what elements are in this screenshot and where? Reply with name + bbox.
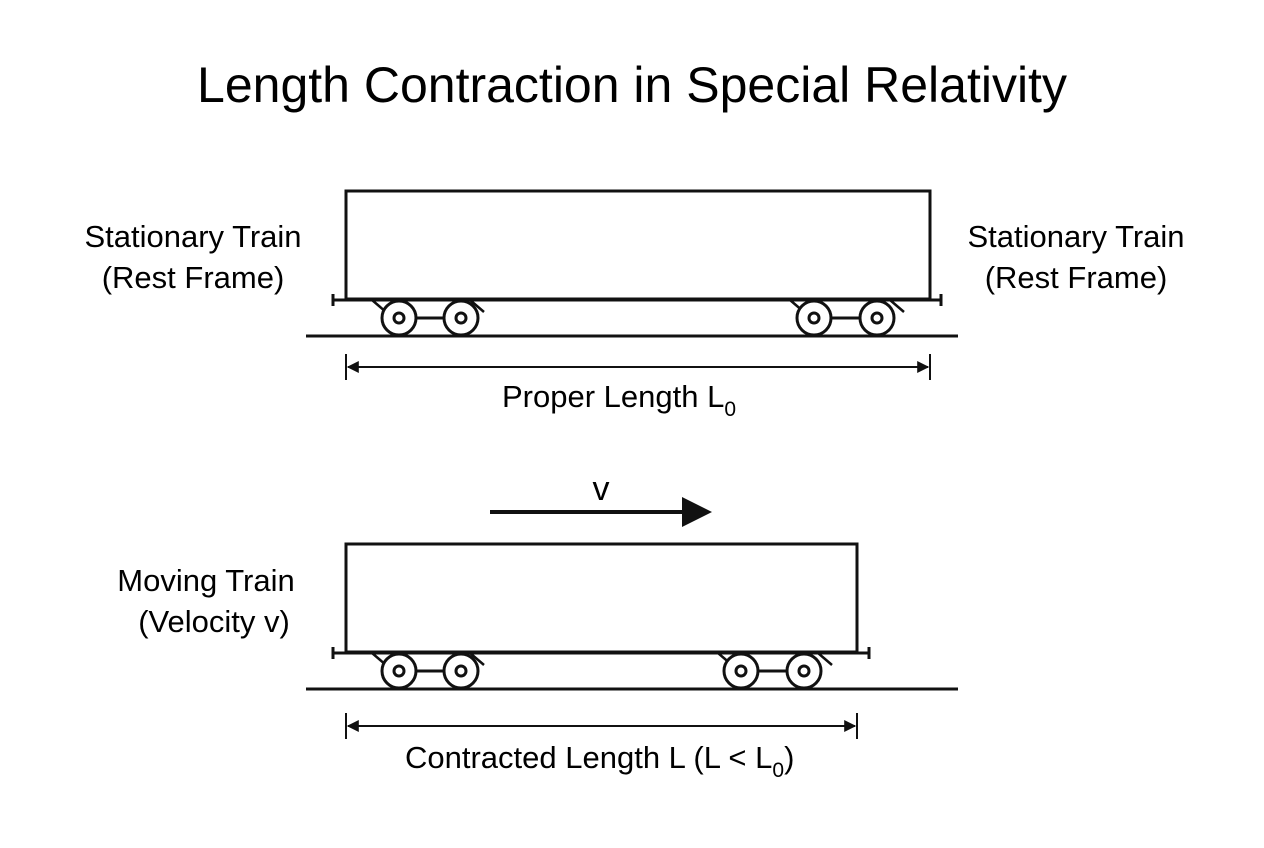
stationary-train [331, 189, 943, 320]
stationary-left-label-line2: (Rest Frame) [102, 260, 285, 295]
velocity-label: v [593, 470, 610, 508]
wheel-icon [380, 652, 418, 690]
contracted-length-dimension [345, 713, 858, 739]
stationary-right-label-line2: (Rest Frame) [985, 260, 1168, 295]
wheel-icon [858, 299, 896, 337]
moving-label-line2: (Velocity v) [138, 604, 290, 639]
velocity-arrow-icon [490, 497, 712, 527]
moving-wheels [380, 652, 823, 690]
proper-length-dimension [345, 354, 931, 380]
wheel-icon [795, 299, 833, 337]
wheel-icon [785, 652, 823, 690]
stationary-wheels [380, 299, 896, 337]
proper-length-label: Proper Length L0 [502, 379, 736, 421]
stationary-train-body [344, 189, 932, 301]
contracted-length-label: Contracted Length L (L < L0) [405, 740, 794, 782]
wheel-icon [722, 652, 760, 690]
wheel-icon [442, 299, 480, 337]
wheel-icon [442, 652, 480, 690]
moving-train [331, 542, 871, 673]
stationary-right-label-line1: Stationary Train [967, 219, 1184, 254]
wheel-icon [380, 299, 418, 337]
moving-label-line1: Moving Train [117, 563, 294, 598]
stationary-left-label-line1: Stationary Train [84, 219, 301, 254]
moving-train-body [344, 542, 859, 654]
diagram-title: Length Contraction in Special Relativity [197, 57, 1067, 113]
